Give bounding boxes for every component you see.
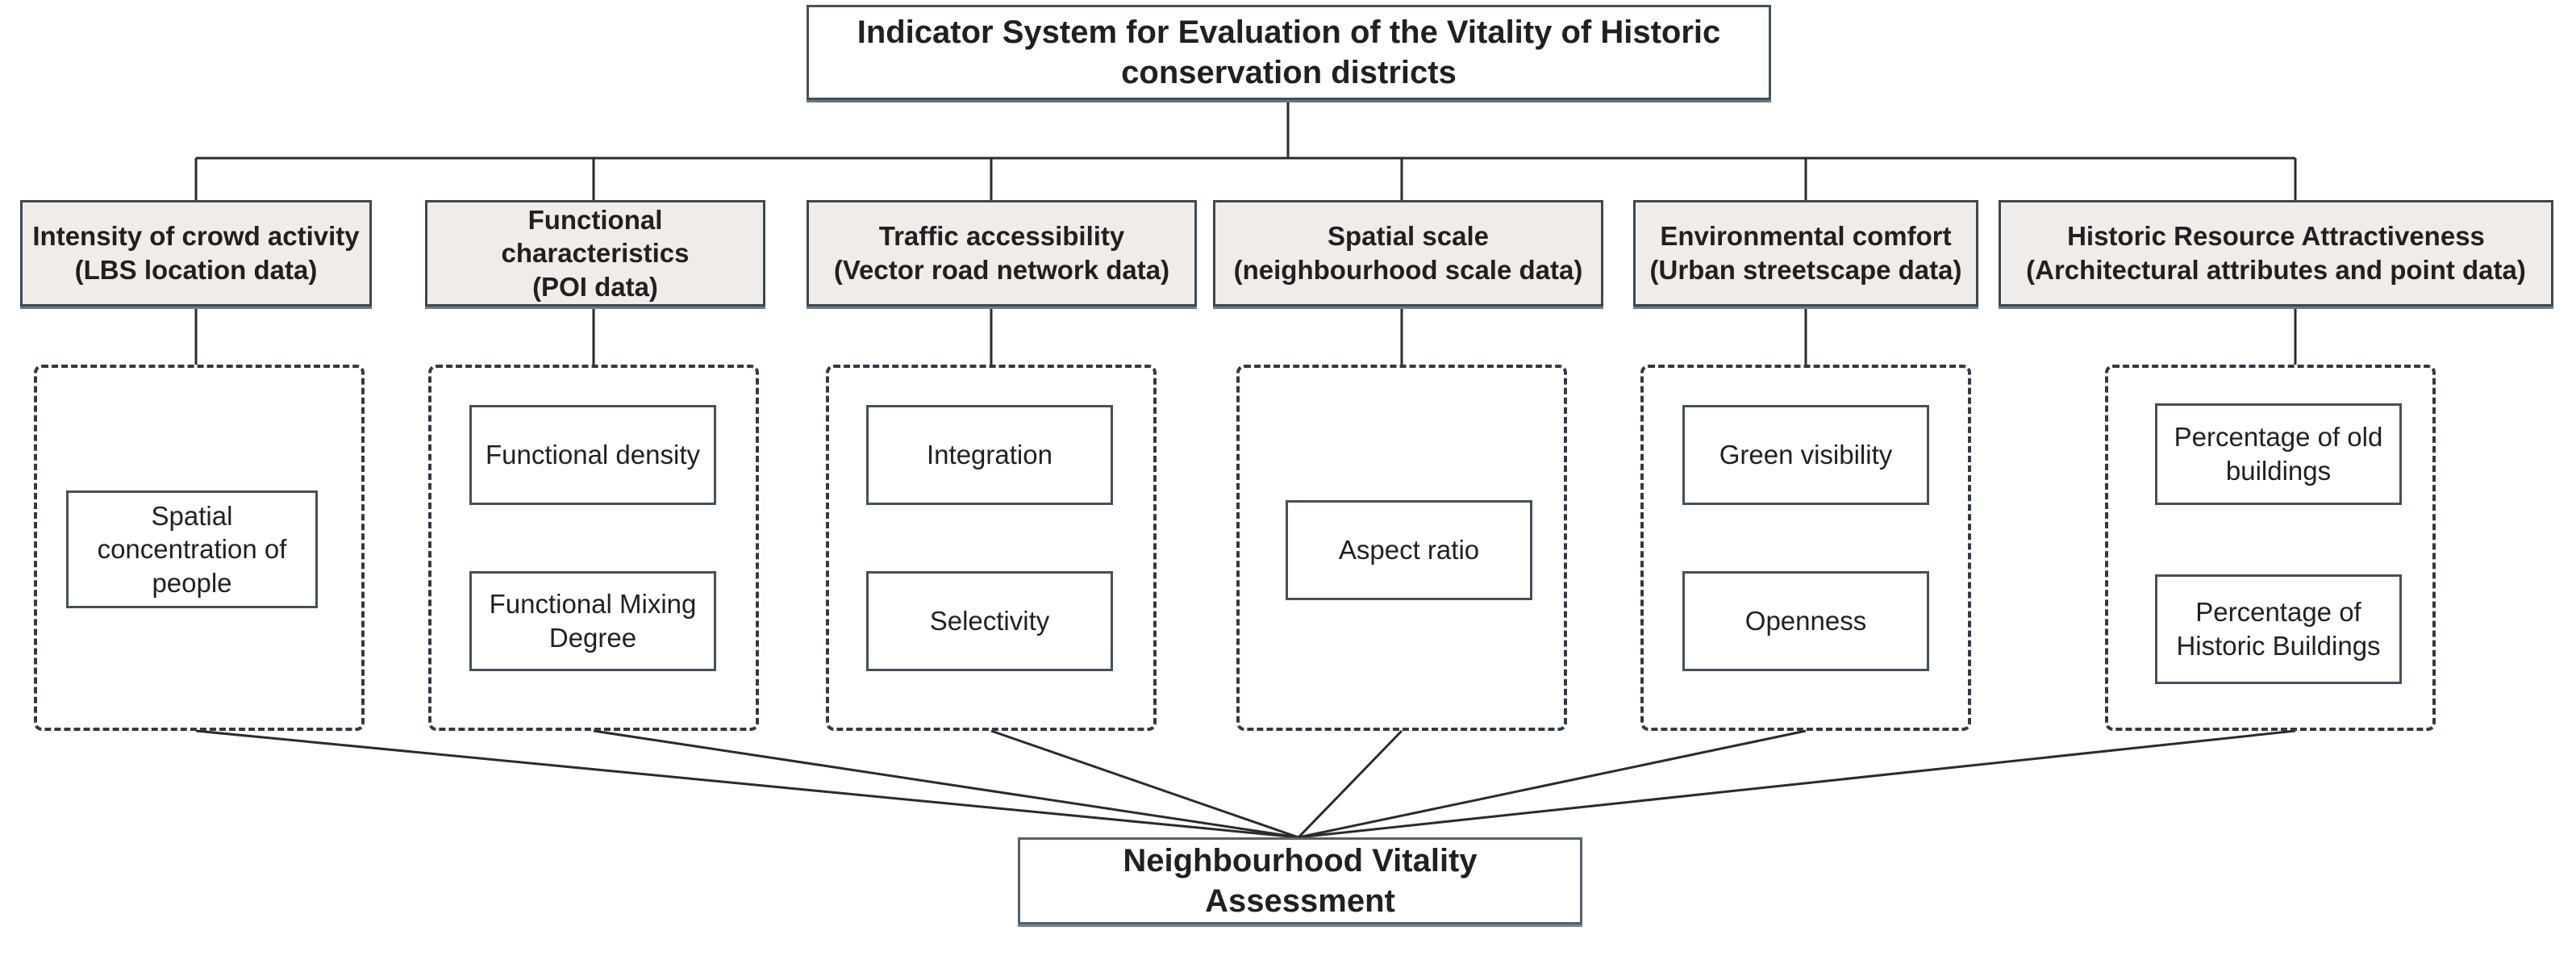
indicator-label-3-2: Selectivity <box>929 606 1050 636</box>
indicator-box-green-visibility[interactable]: Green visibility <box>1682 405 1929 505</box>
indicator-box-selectivity[interactable]: Selectivity <box>866 571 1113 671</box>
indicator-label-5-2: Openness <box>1744 606 1867 636</box>
category-name-3: Traffic accessibility <box>878 221 1125 252</box>
result-box-neighbourhood-vitality-assessment: Neighbourhood Vitality Assessment <box>1018 837 1582 924</box>
category-box-intensity-of-crowd-activity[interactable]: Intensity of crowd activity (LBS locatio… <box>20 200 372 307</box>
category-name-5: Environmental comfort <box>1660 221 1952 252</box>
indicator-label-2-1: Functional density <box>486 440 700 470</box>
indicator-group-environmental-comfort <box>1640 365 1971 731</box>
indicator-box-aspect-ratio[interactable]: Aspect ratio <box>1286 500 1532 600</box>
indicator-group-functional-characteristics <box>428 365 759 731</box>
root-title-text: Indicator System for Evaluation of the V… <box>857 14 1721 90</box>
fan-line-3 <box>990 729 1299 839</box>
fan-line-5 <box>1298 729 1807 839</box>
category-source-2: (POI data) <box>532 271 658 302</box>
category-source-4: (neighbourhood scale data) <box>1233 255 1583 285</box>
fan-line-2 <box>593 729 1299 839</box>
category-source-3: (Vector road network data) <box>833 255 1170 285</box>
indicator-label-6-1: Percentage of old buildings <box>2174 422 2383 486</box>
indicator-box-spatial-concentration-of-people[interactable]: Spatial concentration of people <box>66 490 318 608</box>
root-title-box: Indicator System for Evaluation of the V… <box>807 5 1771 100</box>
indicator-box-openness[interactable]: Openness <box>1682 571 1929 671</box>
category-name-1: Intensity of crowd activity <box>32 221 360 252</box>
category-box-traffic-accessibility[interactable]: Traffic accessibility (Vector road netwo… <box>807 200 1197 307</box>
indicator-label-3-1: Integration <box>927 440 1052 470</box>
category-box-functional-characteristics[interactable]: Functional characteristics (POI data) <box>425 200 765 307</box>
category-source-5: (Urban streetscape data) <box>1649 255 1962 285</box>
fan-line-6 <box>1298 729 2296 839</box>
fan-line-4 <box>1297 729 1403 839</box>
indicator-group-spatial-scale <box>1236 365 1567 731</box>
indicator-label-6-2: Percentage of Historic Buildings <box>2176 597 2381 661</box>
category-name-4: Spatial scale <box>1328 221 1489 252</box>
indicator-group-intensity-of-crowd-activity <box>34 365 365 731</box>
indicator-group-historic-resource-attractiveness <box>2105 365 2436 731</box>
result-title-text: Neighbourhood Vitality Assessment <box>1123 842 1478 919</box>
indicator-box-percentage-of-historic-buildings[interactable]: Percentage of Historic Buildings <box>2155 574 2402 684</box>
fan-line-1 <box>195 729 1299 839</box>
indicator-box-functional-mixing-degree[interactable]: Functional Mixing Degree <box>469 571 716 671</box>
category-name-6: Historic Resource Attractiveness <box>2067 221 2485 252</box>
indicator-label-1-1: Spatial concentration of people <box>97 500 287 598</box>
indicator-group-traffic-accessibility <box>826 365 1157 731</box>
indicator-label-4-1: Aspect ratio <box>1338 535 1480 565</box>
category-name-2: Functional characteristics <box>501 204 690 269</box>
category-box-historic-resource-attractiveness[interactable]: Historic Resource Attractiveness (Archit… <box>1999 200 2553 307</box>
indicator-label-5-1: Green visibility <box>1719 440 1893 470</box>
category-source-6: (Architectural attributes and point data… <box>2026 255 2526 285</box>
indicator-box-percentage-of-old-buildings[interactable]: Percentage of old buildings <box>2155 403 2402 505</box>
indicator-box-integration[interactable]: Integration <box>866 405 1113 505</box>
indicator-box-functional-density[interactable]: Functional density <box>469 405 716 505</box>
indicator-label-2-2: Functional Mixing Degree <box>489 589 697 653</box>
category-source-1: (LBS location data) <box>74 255 318 285</box>
category-box-spatial-scale[interactable]: Spatial scale (neighbourhood scale data) <box>1213 200 1603 307</box>
category-box-environmental-comfort[interactable]: Environmental comfort (Urban streetscape… <box>1633 200 1978 307</box>
